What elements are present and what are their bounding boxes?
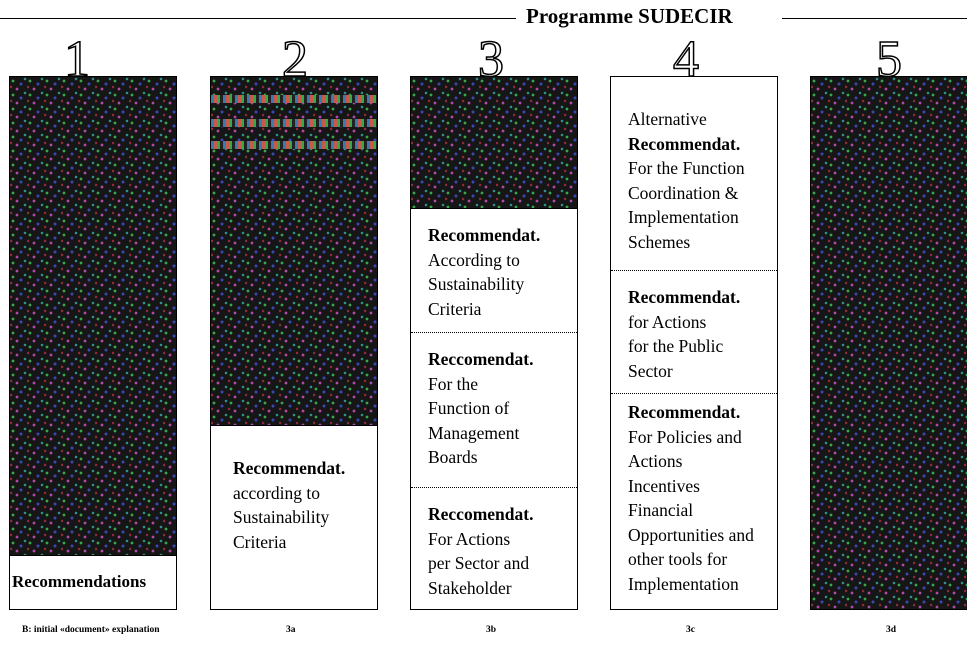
column-1: Recommendations: [9, 76, 177, 610]
column-3-section-3: Reccomendat. For Actions per Sector and …: [411, 487, 577, 609]
section-heading: Reccomendat.: [428, 504, 534, 524]
section-heading: Recommendations: [12, 572, 147, 591]
section-line: Implementation: [628, 207, 739, 227]
section-line: other tools for: [628, 549, 728, 569]
column-5-pattern: [811, 77, 967, 609]
column-2-pattern: [211, 77, 377, 425]
section-heading: Recommendat.: [428, 225, 541, 245]
column-3-section-2: Reccomendat. For the Function of Managem…: [411, 332, 577, 487]
column-1-footer: B: initial «document» explanation: [22, 625, 160, 635]
section-line: Coordination &: [628, 182, 739, 203]
section-line: For the Function: [628, 158, 745, 178]
section-line: Boards: [428, 447, 478, 467]
column-4-footer: 3c: [686, 625, 695, 635]
section-line: Implementation: [628, 573, 739, 594]
section-line: Management: [428, 422, 520, 443]
section-heading: Recommendat.: [628, 402, 741, 422]
column-3-section-1: Recommendat. According to Sustainability…: [411, 208, 577, 332]
column-4-section-1: Alternative Recommendat. For the Functio…: [611, 77, 777, 270]
column-2-footer: 3a: [286, 625, 296, 635]
section-line: Sustainability: [428, 274, 525, 294]
section-line: Schemes: [628, 231, 691, 252]
section-line: Financial: [628, 500, 694, 520]
column-number-4: 4: [672, 31, 700, 88]
column-3-pattern: [411, 77, 577, 208]
column-3: Recommendat. According to Sustainability…: [410, 76, 578, 610]
column-1-section-1: Recommendations: [10, 555, 176, 609]
column-4-section-2: Recommendat. for Actions for the Public …: [611, 270, 777, 393]
section-line: Sustainability: [233, 507, 330, 527]
section-line: Function of: [428, 398, 510, 418]
page-title: Programme SUDECIR: [526, 4, 733, 28]
column-2-stripe-3: [211, 141, 377, 149]
section-line: Criteria: [233, 531, 287, 552]
column-2-stripe-2: [211, 119, 377, 127]
section-line: For Policies and: [628, 426, 742, 447]
column-2-stripe-1: [211, 95, 377, 103]
column-2-section-1: Recommendat. according to Sustainability…: [211, 425, 377, 609]
column-3-footer: 3b: [486, 625, 497, 635]
column-5: [810, 76, 967, 610]
column-1-pattern: [10, 77, 176, 555]
section-line: Opportunities and: [628, 524, 754, 545]
section-line: For Actions: [428, 528, 511, 549]
section-heading: Reccomendat.: [428, 349, 534, 369]
section-line: for Actions: [628, 311, 707, 332]
section-line: Actions: [628, 451, 683, 471]
column-5-footer: 3d: [886, 625, 897, 635]
column-4: Alternative Recommendat. For the Functio…: [610, 76, 778, 610]
column-4-section-3: Recommendat. For Policies and Actions In…: [611, 393, 777, 609]
column-2: Recommendat. according to Sustainability…: [210, 76, 378, 610]
header-rule-right: [782, 18, 967, 19]
section-heading: Recommendat.: [628, 287, 741, 307]
section-line: Sector: [628, 360, 673, 381]
section-line: according to: [233, 482, 320, 503]
header-rule-left: [0, 18, 516, 19]
section-line: For the: [428, 373, 479, 394]
section-heading: Recommendat.: [628, 133, 741, 154]
section-line: Stakeholder: [428, 577, 512, 598]
section-line: per Sector and: [428, 553, 530, 573]
header: Programme SUDECIR: [0, 2, 967, 32]
section-line: Criteria: [428, 298, 482, 319]
section-line: According to: [428, 249, 520, 270]
section-line: Incentives: [628, 475, 700, 496]
section-heading: Recommendat.: [233, 458, 346, 478]
section-intro: Alternative: [628, 109, 707, 129]
section-line: for the Public: [628, 336, 724, 356]
